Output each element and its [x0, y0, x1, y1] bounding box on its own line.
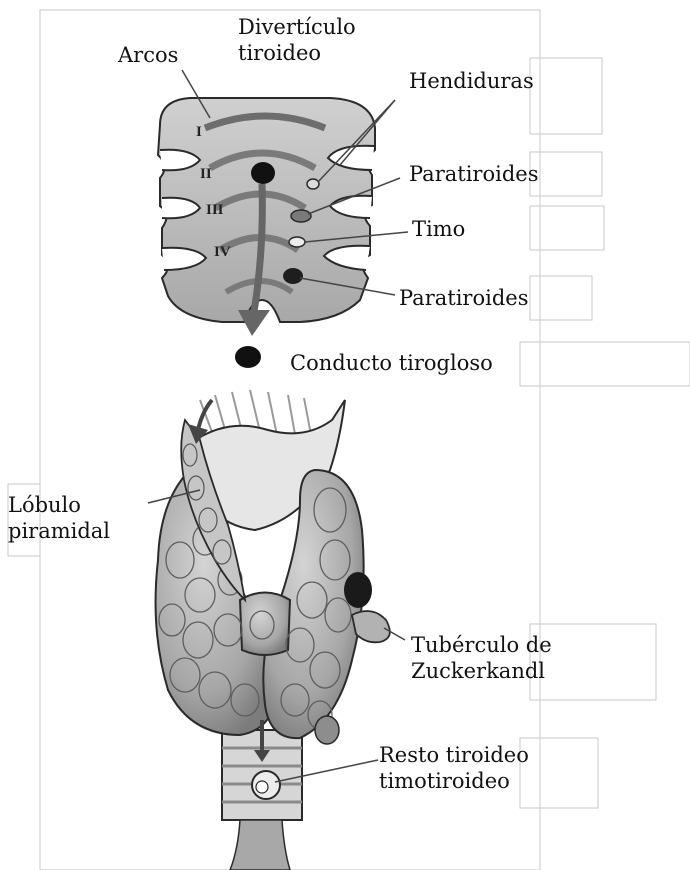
thyroid-gland	[156, 390, 390, 870]
pouch-hendidura	[307, 179, 319, 189]
label-hendiduras-text: Hendiduras	[409, 68, 534, 94]
label-resto-line1: Resto tiroideo	[379, 742, 529, 768]
pharyngeal-arches: I II III IV	[158, 98, 375, 336]
label-tuberculo-line2: Zuckerkandl	[411, 658, 552, 684]
label-paratiroides-lower: Paratiroides	[399, 285, 528, 311]
paratiroides-lower-mark	[283, 268, 303, 284]
thyroid-isthmus	[240, 593, 290, 656]
label-arcos: Arcos	[118, 42, 178, 68]
label-lobulo-piramidal: Lóbulo piramidal	[8, 492, 110, 544]
label-arcos-text: Arcos	[118, 42, 178, 68]
label-resto-line2: timotiroideo	[379, 768, 529, 794]
label-diverticulo-line1: Divertículo	[238, 14, 356, 40]
label-tuberculo-zuckerkandl: Tubérculo de Zuckerkandl	[411, 632, 552, 684]
arch-numeral-II: II	[200, 166, 212, 182]
label-conducto-tirogloso: Conducto tirogloso	[290, 350, 493, 376]
diverticulo-mark	[251, 162, 275, 184]
label-lobulo-line1: Lóbulo	[8, 492, 110, 518]
label-timo-text: Timo	[412, 216, 465, 242]
label-timo: Timo	[412, 216, 465, 242]
timo-mark	[289, 237, 305, 247]
arch-numeral-I: I	[196, 124, 202, 140]
parathyroid-dark	[344, 572, 372, 608]
resto-timotiroideo-inner	[256, 781, 268, 793]
label-hendiduras: Hendiduras	[409, 68, 534, 94]
label-diverticulo-tiroideo: Divertículo tiroideo	[238, 14, 356, 66]
label-conducto-text: Conducto tirogloso	[290, 350, 493, 376]
paratiroides-upper-mark	[291, 210, 311, 222]
label-diverticulo-line2: tiroideo	[238, 40, 356, 66]
label-paratiroides-lower-text: Paratiroides	[399, 285, 528, 311]
label-paratiroides-upper: Paratiroides	[409, 161, 538, 187]
conducto-dot	[235, 346, 261, 368]
label-tuberculo-line1: Tubérculo de	[411, 632, 552, 658]
lower-pole-nodule	[315, 716, 339, 744]
label-paratiroides-upper-text: Paratiroides	[409, 161, 538, 187]
label-resto-tiroideo: Resto tiroideo timotiroideo	[379, 742, 529, 794]
arch-numeral-III: III	[206, 202, 224, 218]
arch-numeral-IV: IV	[214, 244, 231, 260]
label-lobulo-line2: piramidal	[8, 518, 110, 544]
